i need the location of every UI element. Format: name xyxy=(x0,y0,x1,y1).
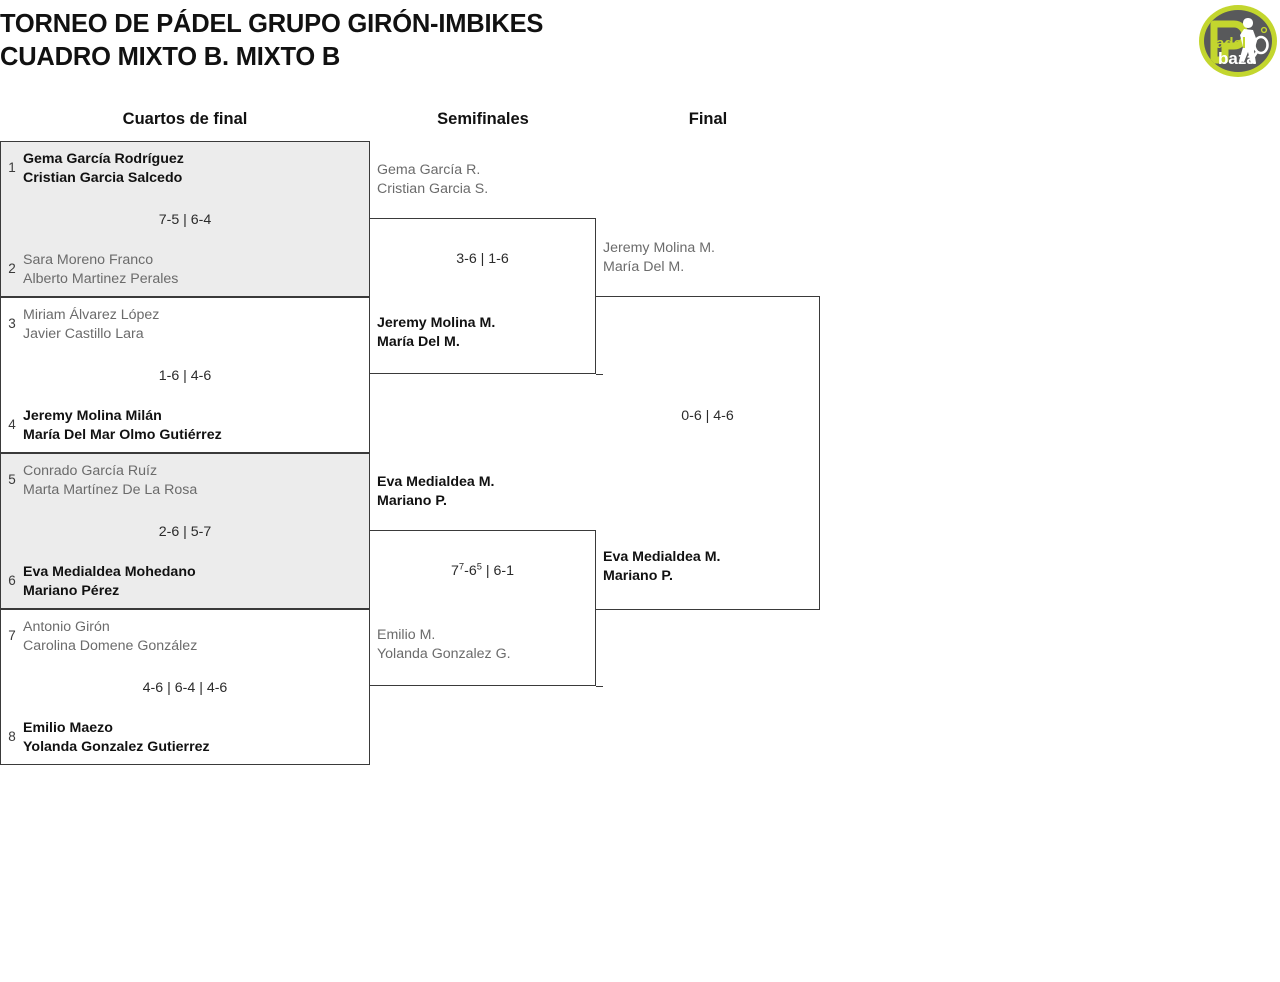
sf-1-players-bottom: Jeremy Molina M. María Del M. xyxy=(377,315,496,350)
qf-1-players-bottom: Sara Moreno Franco Alberto Martinez Pera… xyxy=(23,252,179,287)
final-players-top: Jeremy Molina M. María Del M. xyxy=(603,240,715,275)
match-sf-2[interactable]: 77-65 | 6-1 Emilio M. Yolanda Gonzalez G… xyxy=(370,530,596,686)
sf-1-score: 3-6 | 1-6 xyxy=(456,251,509,267)
final-players-bottom: Eva Medialdea M. Mariano P. xyxy=(603,549,721,584)
qf-2-players-top: Miriam Álvarez López Javier Castillo Lar… xyxy=(23,307,160,342)
qf-2-seed-top: 3 xyxy=(8,316,16,331)
match-qf-2[interactable]: 3 Miriam Álvarez López Javier Castillo L… xyxy=(0,297,370,453)
round-header-final: Final xyxy=(688,110,728,128)
match-qf-1[interactable]: 1 Gema García Rodríguez Cristian Garcia … xyxy=(0,141,370,297)
page-title: TORNEO DE PÁDEL GRUPO GIRÓN-IMBIKES CUAD… xyxy=(0,10,544,71)
tournament-bracket: 1 Gema García Rodríguez Cristian Garcia … xyxy=(0,141,830,781)
qf-1-seed-top: 1 xyxy=(8,160,16,175)
match-sf-1[interactable]: 3-6 | 1-6 Jeremy Molina M. María Del M. xyxy=(370,218,596,374)
sf-2-players-bottom: Emilio M. Yolanda Gonzalez G. xyxy=(377,627,511,662)
qf-4-players-top: Antonio Girón Carolina Domene González xyxy=(23,619,198,654)
sf-2-score: 77-65 | 6-1 xyxy=(450,561,515,579)
padel-baza-logo: adel baza xyxy=(1199,5,1277,77)
sf-1-team-bottom[interactable]: Jeremy Molina M. María Del M. xyxy=(370,314,595,373)
match-qf-3[interactable]: 5 Conrado García Ruíz Marta Martínez De … xyxy=(0,453,370,609)
qf-2-players-bottom: Jeremy Molina Milán María Del Mar Olmo G… xyxy=(23,408,222,443)
qf-3-players-bottom: Eva Medialdea Mohedano Mariano Pérez xyxy=(23,564,196,599)
round-header-semifinals: Semifinales xyxy=(437,110,529,128)
match-qf-4[interactable]: 7 Antonio Girón Carolina Domene González… xyxy=(0,609,370,765)
qf-4-seed-top: 7 xyxy=(8,628,16,643)
final-team-bottom[interactable]: Eva Medialdea M. Mariano P. xyxy=(596,548,819,609)
qf-3-score: 2-6 | 5-7 xyxy=(158,524,212,540)
connector-sf2-to-final xyxy=(596,686,603,687)
sf-2-players-top: Eva Medialdea M. Mariano P. xyxy=(377,474,495,509)
qf-4-score: 4-6 | 6-4 | 4-6 xyxy=(142,680,228,696)
tournament-header: TORNEO DE PÁDEL GRUPO GIRÓN-IMBIKES CUAD… xyxy=(0,0,1180,74)
match-final[interactable]: 0-6 | 4-6 Eva Medialdea M. Mariano P. xyxy=(596,296,820,610)
sf-2-team-bottom[interactable]: Emilio M. Yolanda Gonzalez G. xyxy=(370,626,595,685)
qf-1-seed-bottom: 2 xyxy=(8,261,16,276)
qf-2-team-top[interactable]: 3 Miriam Álvarez López Javier Castillo L… xyxy=(1,298,369,343)
qf-3-seed-top: 5 xyxy=(8,472,16,487)
qf-1-score: 7-5 | 6-4 xyxy=(158,212,212,228)
qf-4-seed-bottom: 8 xyxy=(8,729,16,744)
round-header-quarterfinals: Cuartos de final xyxy=(122,110,248,128)
qf-3-seed-bottom: 6 xyxy=(8,573,16,588)
qf-1-team-bottom[interactable]: 2 Sara Moreno Franco Alberto Martinez Pe… xyxy=(1,251,369,296)
qf-4-players-bottom: Emilio Maezo Yolanda Gonzalez Gutierrez xyxy=(23,720,210,755)
qf-1-team-top[interactable]: 1 Gema García Rodríguez Cristian Garcia … xyxy=(1,142,369,187)
qf-3-players-top: Conrado García Ruíz Marta Martínez De La… xyxy=(23,463,198,498)
svg-text:baza: baza xyxy=(1218,49,1256,68)
logo-artwork: adel baza xyxy=(1210,18,1269,68)
qf-4-team-bottom[interactable]: 8 Emilio Maezo Yolanda Gonzalez Gutierre… xyxy=(1,719,369,764)
qf-2-seed-bottom: 4 xyxy=(8,417,16,432)
final-score: 0-6 | 4-6 xyxy=(681,408,734,424)
logo-inner-circle: adel baza xyxy=(1204,10,1272,72)
qf-2-score: 1-6 | 4-6 xyxy=(158,368,212,384)
sf-1-players-top: Gema García R. Cristian Garcia S. xyxy=(377,162,489,197)
qf-2-team-bottom[interactable]: 4 Jeremy Molina Milán María Del Mar Olmo… xyxy=(1,407,369,452)
qf-4-team-top[interactable]: 7 Antonio Girón Carolina Domene González xyxy=(1,610,369,655)
svg-text:adel: adel xyxy=(1216,35,1246,52)
connector-sf1-to-final xyxy=(596,374,603,375)
qf-3-team-bottom[interactable]: 6 Eva Medialdea Mohedano Mariano Pérez xyxy=(1,563,369,608)
qf-3-team-top[interactable]: 5 Conrado García Ruíz Marta Martínez De … xyxy=(1,454,369,499)
qf-1-players-top: Gema García Rodríguez Cristian Garcia Sa… xyxy=(23,151,184,186)
